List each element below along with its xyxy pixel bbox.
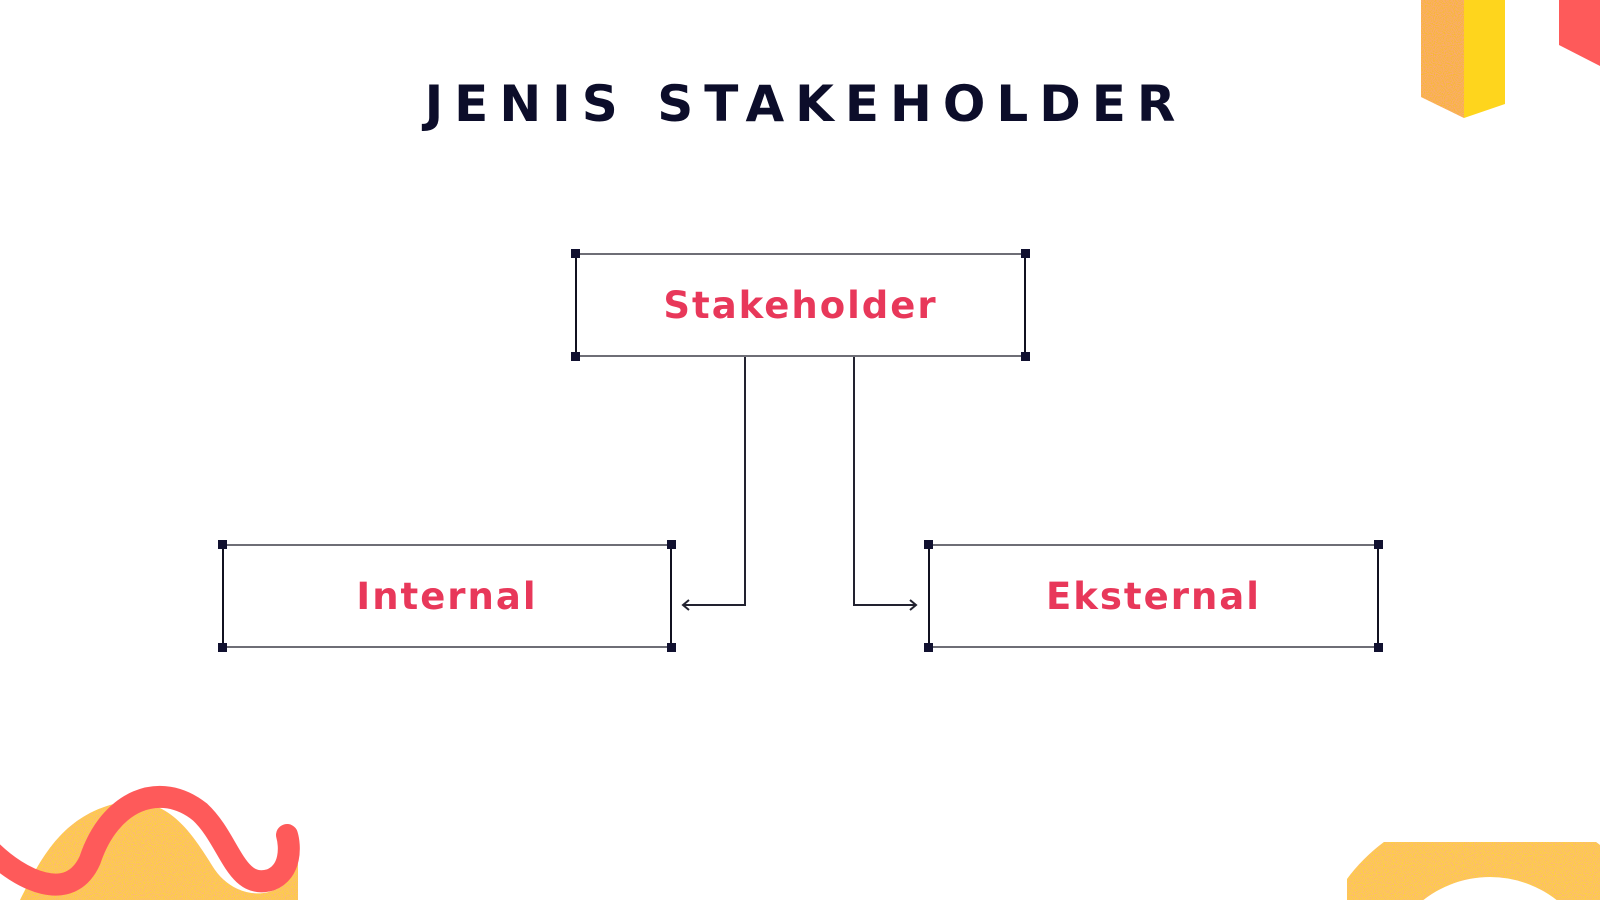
resize-handle[interactable] — [667, 540, 676, 549]
node-stakeholder[interactable]: Stakeholder — [571, 249, 1030, 361]
resize-handle[interactable] — [571, 249, 580, 258]
resize-handle[interactable] — [1374, 643, 1383, 652]
page-title: JENIS STAKEHOLDER — [424, 75, 1187, 133]
ring-shape — [1333, 807, 1600, 900]
resize-handle[interactable] — [1374, 540, 1383, 549]
arrowhead-left-icon — [681, 599, 690, 611]
resize-handle[interactable] — [1021, 352, 1030, 361]
resize-handle[interactable] — [924, 643, 933, 652]
resize-handle[interactable] — [218, 643, 227, 652]
connectors — [681, 356, 918, 611]
node-label: Stakeholder — [663, 283, 938, 327]
node-label: Eksternal — [1046, 574, 1261, 618]
connector-internal — [683, 356, 746, 606]
resize-handle[interactable] — [1021, 249, 1030, 258]
arrowhead-right-icon — [909, 599, 918, 611]
resize-handle[interactable] — [571, 352, 580, 361]
node-internal[interactable]: Internal — [218, 540, 676, 652]
node-eksternal[interactable]: Eksternal — [924, 540, 1383, 652]
yellow-block-shape — [1421, 0, 1505, 118]
resize-handle[interactable] — [218, 540, 227, 549]
node-label: Internal — [356, 574, 538, 618]
resize-handle[interactable] — [924, 540, 933, 549]
connector-eksternal — [853, 356, 916, 606]
resize-handle[interactable] — [667, 643, 676, 652]
wave-shape — [0, 785, 300, 900]
red-corner-shape — [1559, 0, 1600, 66]
